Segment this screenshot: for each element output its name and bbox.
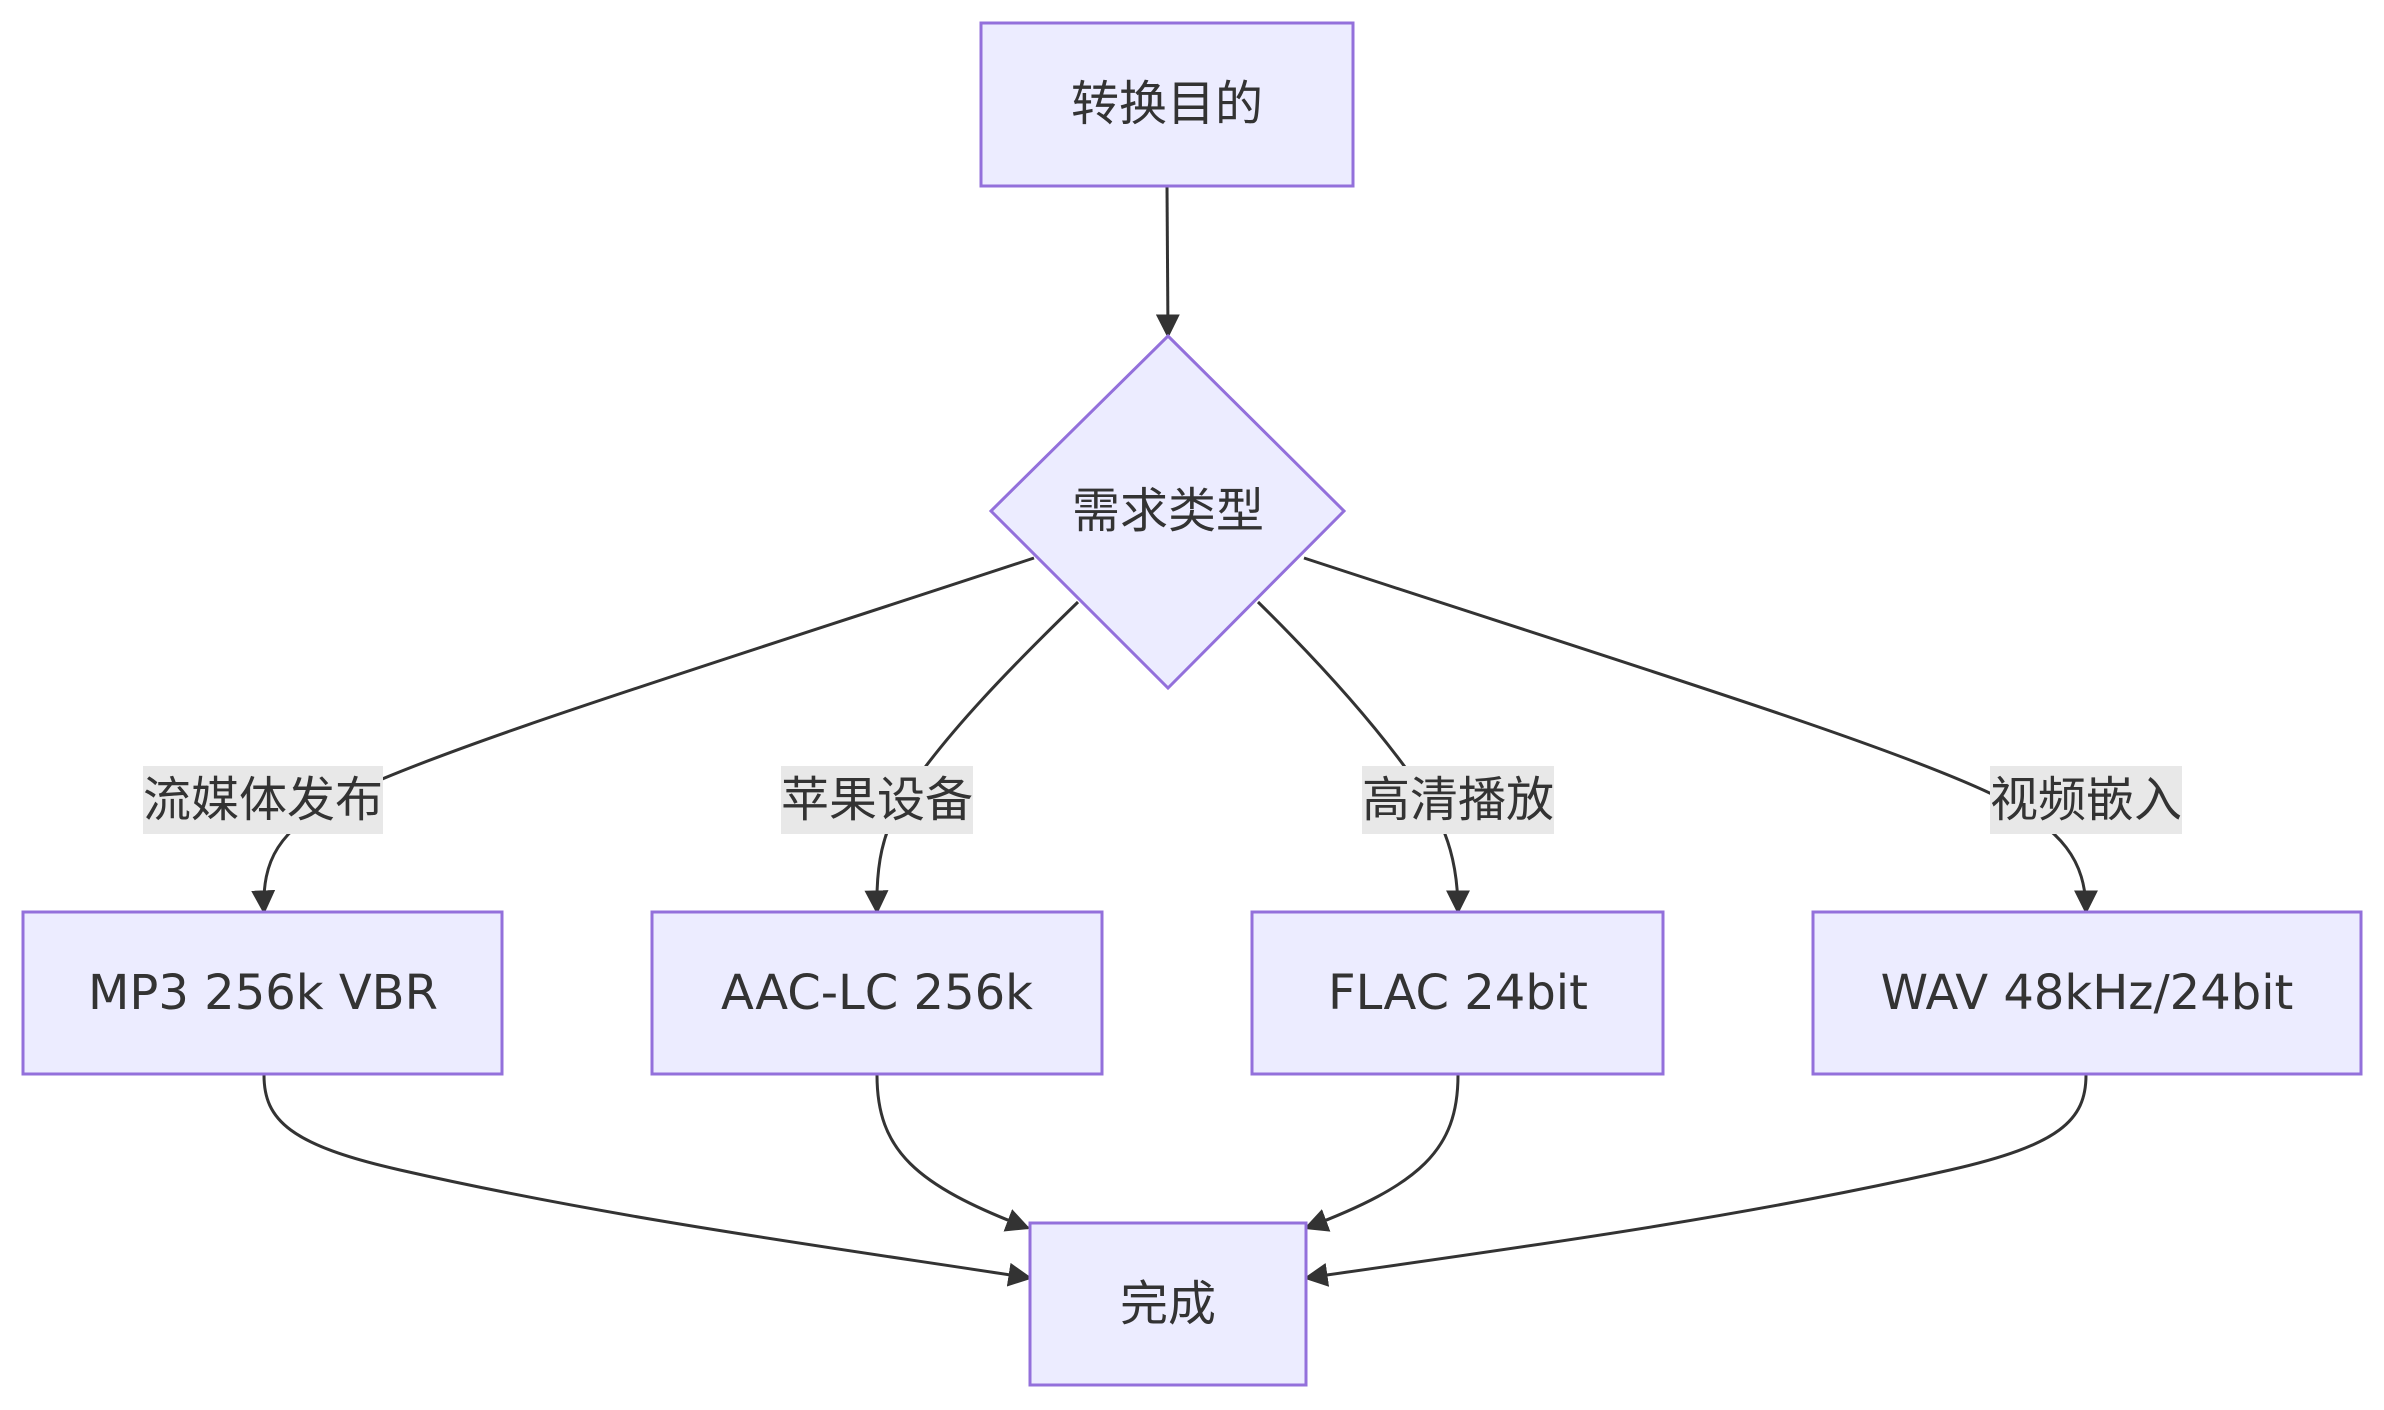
edge-label-apple-text: 苹果设备 [781, 772, 973, 828]
node-wav-label: WAV 48kHz/24bit [1881, 965, 2294, 1021]
node-flac: FLAC 24bit [1250, 910, 1665, 1076]
node-purpose: 转换目的 [979, 21, 1355, 188]
edge-decision-to-wav [1303, 556, 2098, 915]
edge-label-video: 视频嵌入 [1990, 766, 2182, 834]
node-done-label: 完成 [1120, 1276, 1216, 1332]
node-aac: AAC-LC 256k [650, 910, 1104, 1076]
node-decision-label: 需求类型 [1072, 483, 1264, 539]
edges [251, 185, 2098, 1287]
node-flac-label: FLAC 24bit [1328, 965, 1588, 1021]
edge-label-streaming: 流媒体发布 [143, 766, 383, 834]
edge-flac-to-done [1303, 1074, 1460, 1232]
node-aac-label: AAC-LC 256k [721, 965, 1033, 1021]
node-mp3-label: MP3 256k VBR [88, 965, 438, 1021]
edge-label-hd: 高清播放 [1362, 766, 1554, 834]
node-done: 完成 [1028, 1221, 1308, 1387]
edge-label-streaming-text: 流媒体发布 [143, 772, 383, 828]
edge-label-hd-text: 高清播放 [1362, 772, 1554, 828]
node-decision: 需求类型 [988, 333, 1347, 691]
edge-aac-to-done [875, 1074, 1031, 1232]
edge-decision-to-aac [864, 600, 1080, 915]
nodes: 转换目的 需求类型 MP3 256k VBR AAC-LC 256k FLAC … [21, 21, 2363, 1387]
edge-label-video-text: 视频嵌入 [1990, 772, 2182, 828]
node-purpose-label: 转换目的 [1071, 76, 1263, 132]
edge-decision-to-mp3 [251, 556, 1035, 915]
edge-purpose-to-decision [1155, 185, 1180, 339]
edge-wav-to-done [1303, 1074, 2088, 1287]
node-wav: WAV 48kHz/24bit [1811, 910, 2363, 1076]
edge-decision-to-flac [1256, 600, 1470, 915]
edge-label-apple: 苹果设备 [781, 766, 973, 834]
edge-labels: 流媒体发布 苹果设备 高清播放 视频嵌入 [143, 766, 2182, 834]
node-mp3: MP3 256k VBR [21, 910, 504, 1076]
edge-mp3-to-done [262, 1074, 1033, 1287]
